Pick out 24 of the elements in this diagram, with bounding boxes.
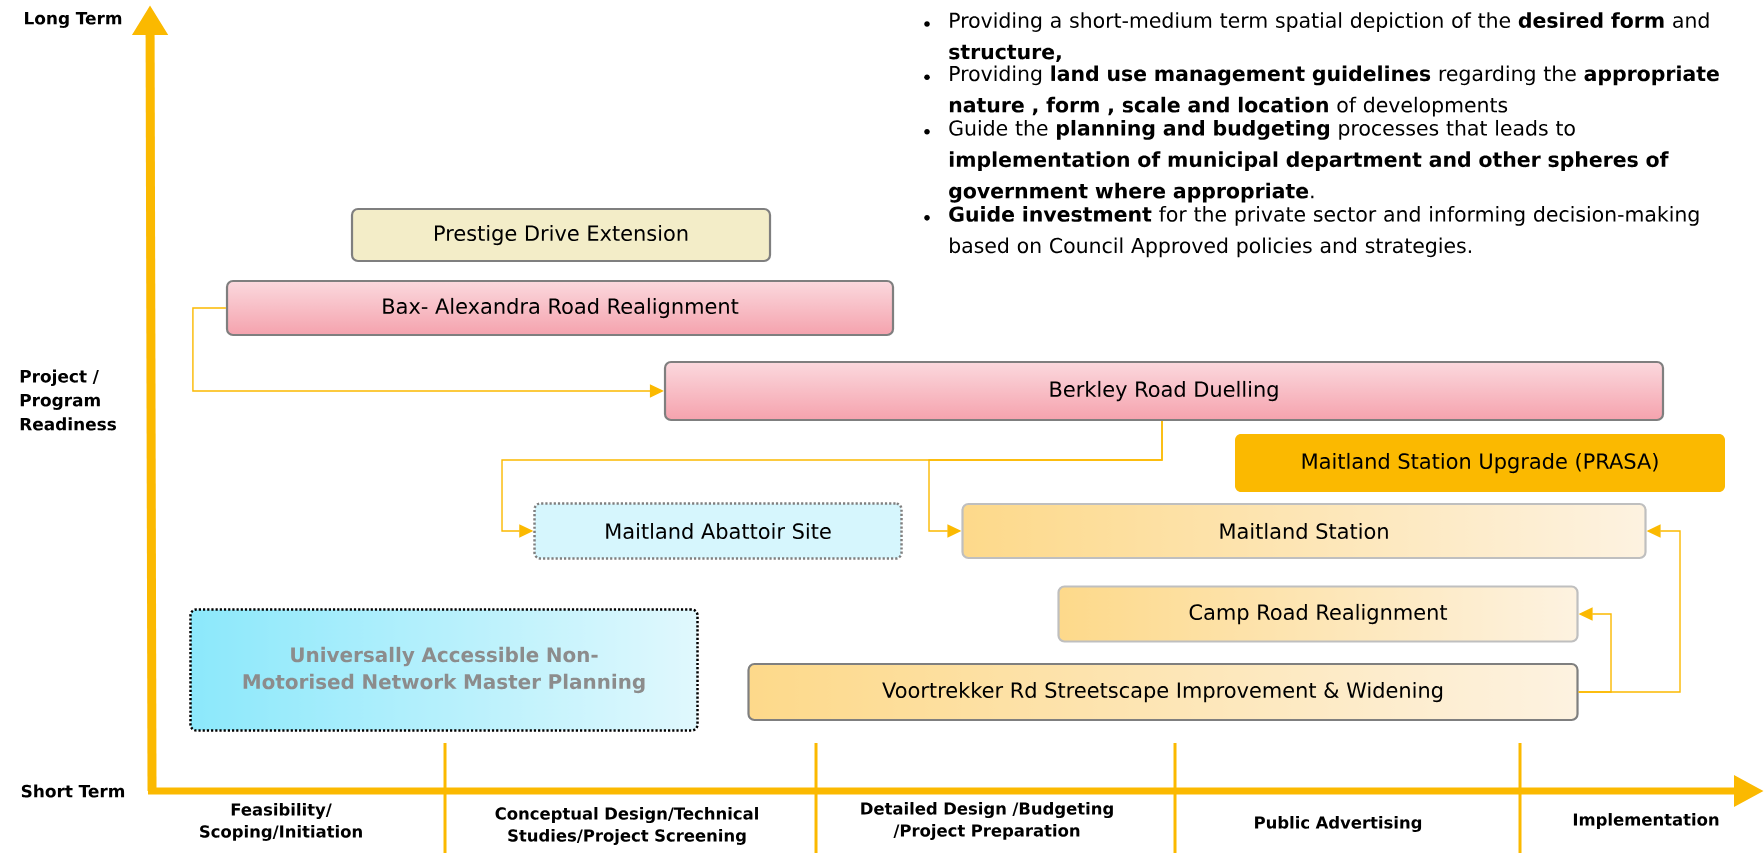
stage-label: Detailed Design /Budgeting /Project Preparation	[861, 802, 1113, 840]
bullet-text: Providing land use management guidelines regarding the appropriate nature , form , scale and location of developments	[949, 65, 1719, 117]
project-box: Voortrekker Rd Streetscape Improvement & Widening	[747, 662, 1579, 722]
bullet-text: Guide investment for the private sector and informing decision-making based on Council Approved policies and strategies.	[949, 206, 1699, 258]
bullet-text: Guide the planning and budgeting processes that leads to implementation of municipal department and other spheres of government where appropriate.	[949, 119, 1669, 203]
connector-arrow	[928, 420, 1163, 538]
project-box: Universally Accessible Non-Motorised Network Master Planning	[189, 608, 699, 732]
axis-label: Short Term	[21, 784, 125, 798]
project-box: Berkley Road Duelling	[663, 360, 1665, 422]
stage-label: Feasibility/ Scoping/Initiation	[200, 803, 362, 841]
axis-label: Project / Program Readiness	[20, 369, 116, 431]
stage-label: Implementation	[1573, 813, 1719, 829]
project-box: Maitland Station Upgrade (PRASA)	[1235, 434, 1725, 492]
axis-label: Long Term	[25, 12, 122, 28]
project-box: Camp Road Realignment	[1057, 585, 1579, 643]
stage-label: Conceptual Design/Technical Studies/Project Screening	[495, 807, 758, 845]
bullet-text: Providing a short-medium term spatial depiction of the desired form and structure,	[949, 12, 1709, 62]
connector-arrow	[1577, 607, 1612, 693]
project-box: Bax- Alexandra Road Realignment	[225, 279, 895, 337]
project-box: Maitland Station	[961, 502, 1647, 560]
project-box: Maitland Abattoir Site	[533, 502, 903, 560]
stage-label: Public Advertising	[1255, 816, 1422, 832]
connector-arrow	[1577, 524, 1681, 693]
project-box: Prestige Drive Extension	[350, 207, 772, 263]
